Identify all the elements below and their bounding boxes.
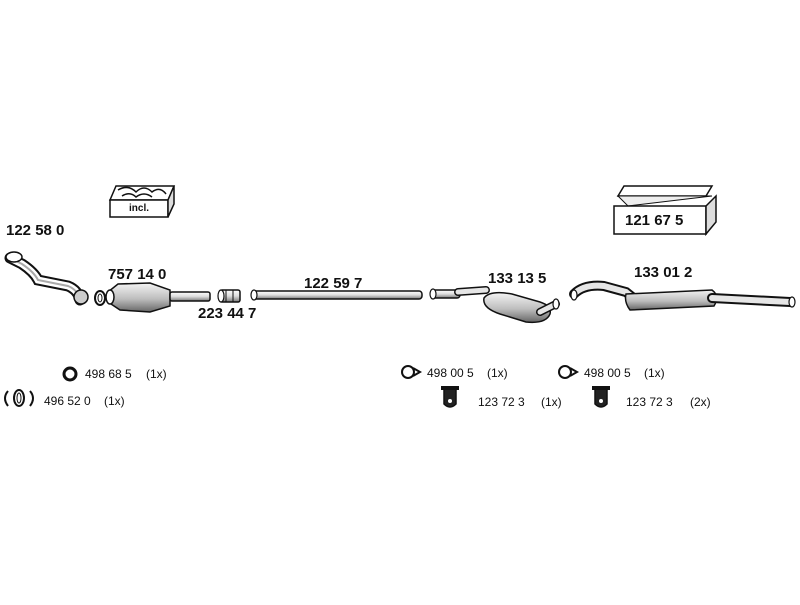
- intermediate-pipe-icon: [250, 289, 423, 301]
- front-pipe-icon: [4, 251, 89, 306]
- label-hanger-a-qty: (1x): [541, 395, 562, 409]
- label-clamp-qty: (1x): [104, 394, 125, 408]
- middle-silencer-icon: [429, 286, 560, 324]
- hanger-b-icon: [592, 386, 610, 408]
- label-clamp-part: 496 52 0: [44, 394, 91, 408]
- o-ring-icon: [62, 366, 78, 382]
- hanger-a-icon: [441, 386, 459, 408]
- label-mount-a-qty: (1x): [487, 366, 508, 380]
- label-connector: 223 44 7: [198, 305, 257, 322]
- kit-box-icon: [108, 185, 176, 218]
- label-mounting-kit: 121 67 5: [625, 212, 684, 229]
- label-ring-qty: (1x): [146, 367, 167, 381]
- mounting-kit-box-icon: [613, 185, 717, 237]
- rubber-mount-a-icon: [401, 365, 423, 379]
- connector-icon: [217, 289, 241, 303]
- label-ring-part: 498 68 5: [85, 367, 132, 381]
- rear-silencer-icon: [569, 280, 796, 311]
- label-hanger-b-qty: (2x): [690, 395, 711, 409]
- label-catalytic-converter: 757 14 0: [108, 266, 167, 283]
- clamp-set-icon: [4, 389, 34, 407]
- label-intermediate-pipe: 122 59 7: [304, 275, 363, 292]
- label-hanger-b-part: 123 72 3: [626, 395, 673, 409]
- label-middle-silencer: 133 13 5: [488, 270, 547, 287]
- label-mount-b-part: 498 00 5: [584, 366, 631, 380]
- label-rear-silencer: 133 01 2: [634, 264, 693, 281]
- seal-ring-icon: [94, 290, 106, 306]
- label-mount-a-part: 498 00 5: [427, 366, 474, 380]
- label-front-pipe: 122 58 0: [6, 222, 65, 239]
- label-hanger-a-part: 123 72 3: [478, 395, 525, 409]
- catalytic-converter-icon: [105, 282, 211, 313]
- label-mount-b-qty: (1x): [644, 366, 665, 380]
- rubber-mount-b-icon: [558, 365, 580, 379]
- kit-box-label: incl.: [129, 203, 150, 214]
